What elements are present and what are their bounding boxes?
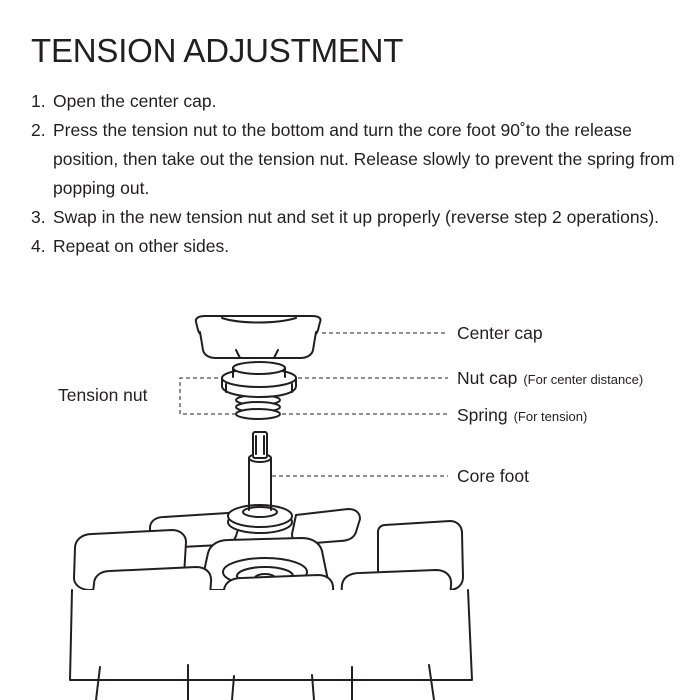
step-item: 2. Press the tension nut to the bottom a… [31, 116, 691, 203]
step-number: 2. [31, 120, 46, 140]
page-title: TENSION ADJUSTMENT [31, 32, 404, 69]
label-core-foot: Core foot [457, 466, 529, 486]
label-tension-nut: Tension nut [58, 385, 148, 405]
spring [235, 394, 281, 420]
instruction-steps: 1. Open the center cap. 2. Press the ten… [31, 87, 691, 261]
label-nut-cap: Nut cap(For center distance) [457, 368, 644, 388]
step-text: Press the tension nut to the bottom and … [53, 120, 675, 198]
step-number: 3. [31, 207, 46, 227]
cube-illustration [69, 508, 473, 700]
callout-leaders [179, 332, 448, 477]
label-center-cap: Center cap [457, 323, 543, 343]
label-spring: Spring(For tension) [457, 405, 588, 425]
step-text: Repeat on other sides. [53, 236, 230, 256]
step-text: Open the center cap. [53, 91, 217, 111]
step-item: 3. Swap in the new tension nut and set i… [31, 203, 691, 232]
step-text: Swap in the new tension nut and set it u… [53, 207, 660, 227]
center-cap [194, 315, 322, 359]
core-foot [227, 431, 293, 534]
step-number: 4. [31, 236, 46, 256]
step-item: 4. Repeat on other sides. [31, 232, 691, 261]
step-number: 1. [31, 91, 46, 111]
step-item: 1. Open the center cap. [31, 87, 691, 116]
nut-cap [221, 361, 297, 398]
